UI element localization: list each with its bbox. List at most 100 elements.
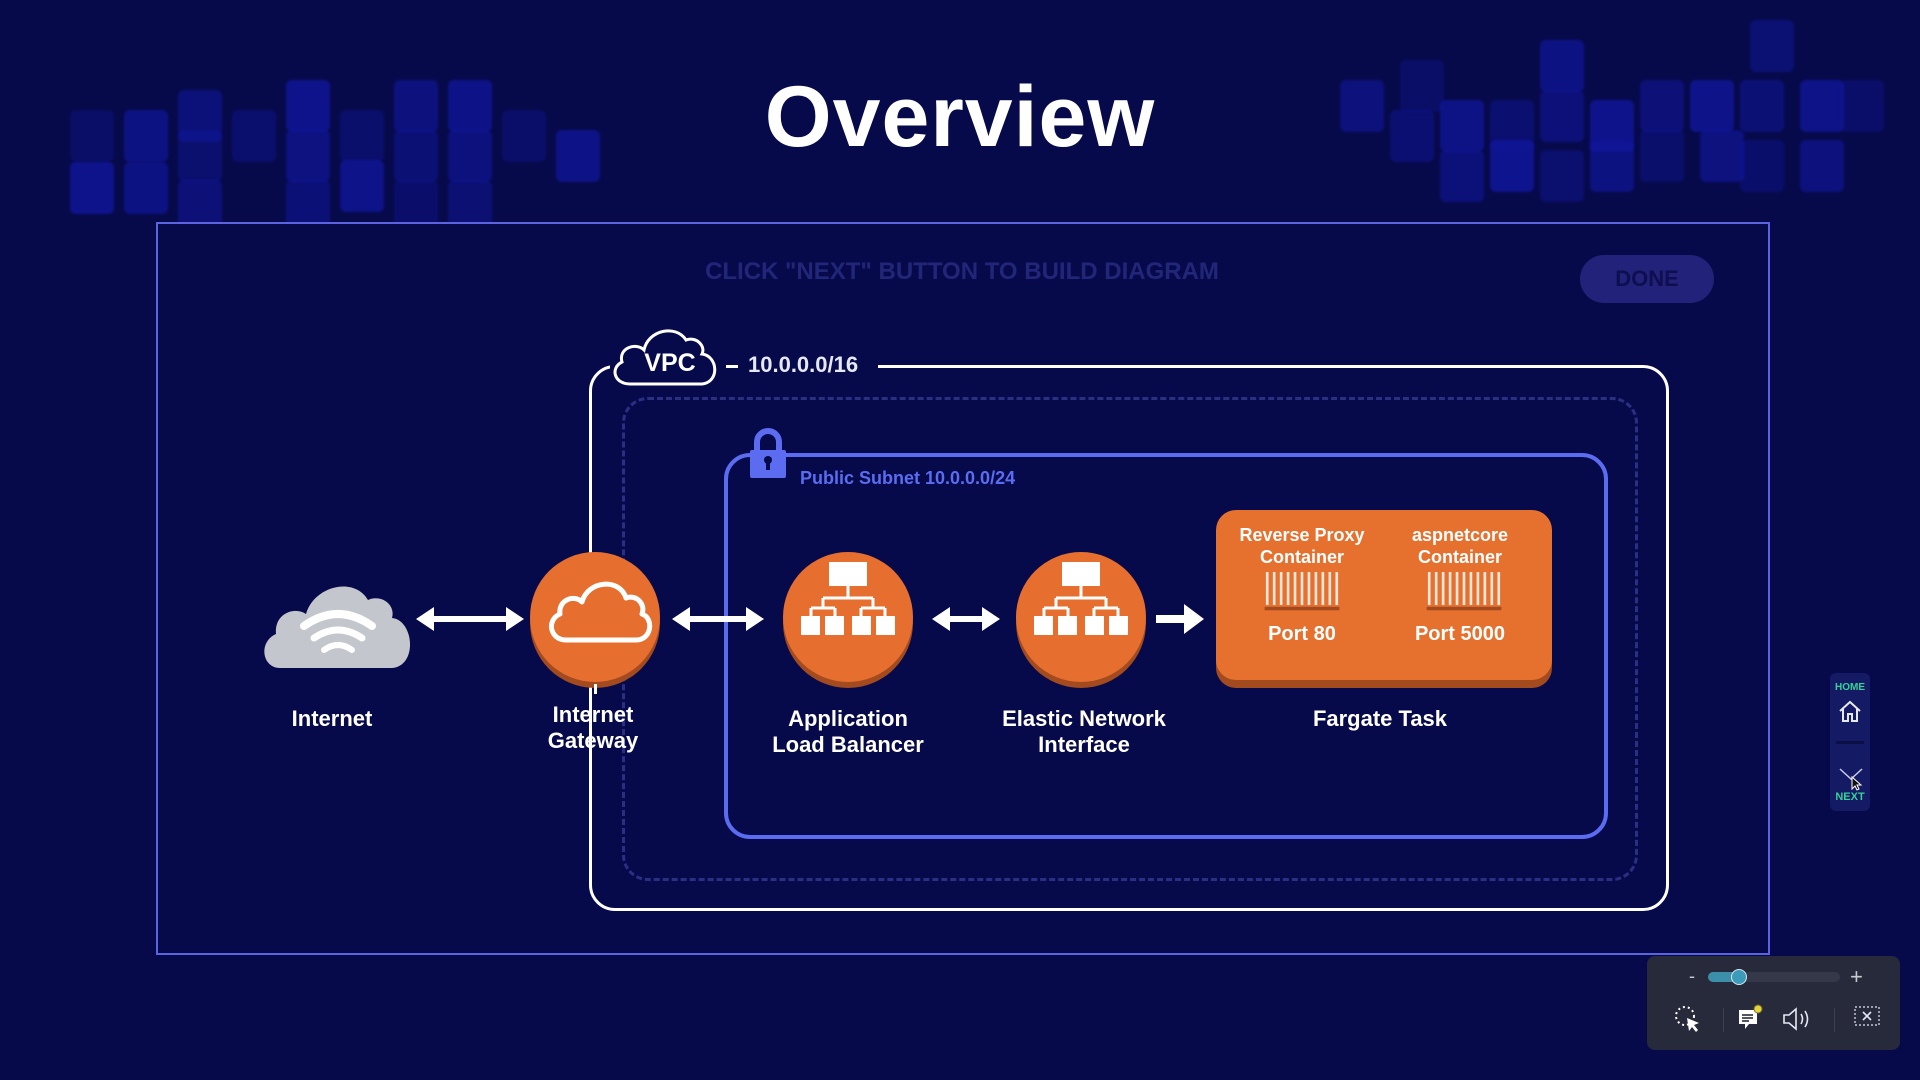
cloud-icon [549, 581, 653, 643]
internet-gateway-node[interactable] [530, 552, 660, 682]
background-square [1590, 140, 1634, 192]
eni-label-line1: Elastic Network [1002, 706, 1166, 731]
background-square [448, 80, 492, 132]
container-name-line1: aspnetcore [1411, 525, 1509, 545]
background-square [286, 80, 330, 132]
vpc-edge-tick [589, 540, 592, 555]
alb-label-line2: Load Balancer [772, 732, 924, 757]
bidirectional-arrow-alb-eni [932, 607, 1000, 631]
application-load-balancer-node[interactable] [783, 552, 913, 682]
zoom-slider-thumb[interactable] [1730, 969, 1747, 985]
background-square [502, 110, 546, 162]
background-square [1800, 80, 1844, 132]
background-square [1340, 80, 1384, 132]
slide-nav-panel: HOME NEXT [1830, 673, 1870, 811]
zoom-slider-fill [1708, 972, 1738, 982]
home-label[interactable]: HOME [1835, 682, 1865, 693]
done-button[interactable]: DONE [1580, 255, 1714, 303]
background-square [448, 130, 492, 182]
background-square [556, 130, 600, 182]
igw-label-line1: Internet [552, 702, 634, 727]
background-square [1690, 80, 1734, 132]
background-square [1740, 140, 1784, 192]
background-square [232, 110, 276, 162]
home-icon[interactable] [1838, 699, 1862, 723]
background-square [1640, 130, 1684, 182]
background-square [340, 160, 384, 212]
hierarchy-icon [1034, 562, 1128, 635]
toolbar-separator [1723, 1008, 1724, 1032]
background-square [70, 110, 114, 162]
pointer-select-icon[interactable] [1673, 1004, 1703, 1034]
vpc-label: VPC [644, 348, 696, 377]
zoom-slider[interactable] [1708, 969, 1840, 985]
close-icon[interactable] [1853, 1004, 1881, 1028]
internet-gateway-label: Internet Gateway [473, 702, 713, 754]
background-square [1640, 80, 1684, 132]
igw-connector-tick [594, 684, 597, 694]
background-square [1390, 110, 1434, 162]
spacer [594, 512, 597, 552]
instruction-text: CLICK "NEXT" BUTTON TO BUILD DIAGRAM [705, 258, 1219, 285]
background-square [124, 162, 168, 214]
aspnetcore-port: Port 5000 [1414, 623, 1506, 645]
background-square [1400, 60, 1444, 112]
container-name-line2: Container [1417, 547, 1502, 567]
background-square [1540, 150, 1584, 202]
aspnetcore-container-name: aspnetcore Container [1380, 524, 1540, 568]
subnet-label: Public Subnet 10.0.0.0/24 [800, 468, 1016, 488]
reverse-proxy-port: Port 80 [1268, 623, 1336, 645]
eni-label-line2: Interface [1038, 732, 1130, 757]
background-square [1440, 100, 1484, 152]
bidirectional-arrow-internet-igw [416, 607, 524, 631]
container-name-line1: Reverse Proxy [1239, 525, 1365, 545]
background-square [1540, 40, 1584, 92]
vpc-cidr: 10.0.0.0/16 [748, 352, 859, 377]
background-square [286, 130, 330, 182]
background-square [1840, 80, 1884, 132]
reverse-proxy-container-name: Reverse Proxy Container [1222, 524, 1382, 568]
background-square [1540, 90, 1584, 142]
next-button[interactable]: NEXT [1835, 791, 1865, 803]
background-square [1700, 130, 1744, 182]
forward-arrow-eni-fargate [1156, 604, 1204, 634]
elastic-network-interface-label: Elastic Network Interface [964, 706, 1204, 758]
application-load-balancer-label: Application Load Balancer [728, 706, 968, 758]
vpc-label-dash [726, 365, 738, 368]
page-title: Overview [764, 69, 1156, 165]
nav-divider [1836, 741, 1864, 744]
fargate-task-box[interactable]: Reverse Proxy Container Port 80 aspnetco… [1216, 510, 1552, 680]
background-square [394, 130, 438, 182]
background-square [178, 130, 222, 182]
internet-label: Internet [212, 706, 452, 732]
volume-icon[interactable] [1781, 1004, 1815, 1034]
container-name-line2: Container [1259, 547, 1344, 567]
container-icon [1426, 572, 1502, 611]
hierarchy-icon [801, 562, 895, 635]
zoom-in-button[interactable]: + [1850, 964, 1863, 989]
alb-label-line1: Application [788, 706, 908, 731]
igw-label-line2: Gateway [547, 728, 639, 753]
public-subnet-boundary [724, 453, 1608, 839]
next-icon[interactable] [1838, 765, 1864, 791]
fargate-task-label: Fargate Task [1312, 706, 1448, 731]
background-square [340, 110, 384, 162]
background-square [178, 90, 222, 142]
background-square [394, 80, 438, 132]
elastic-network-interface-node[interactable] [1016, 552, 1146, 682]
captions-icon[interactable] [1735, 1004, 1765, 1034]
zoom-out-button[interactable]: - [1689, 966, 1695, 986]
background-square [1750, 20, 1794, 72]
internet-cloud-icon [264, 586, 411, 668]
toolbar-separator [1834, 1008, 1835, 1032]
background-square [1440, 150, 1484, 202]
background-square [1490, 140, 1534, 192]
vpc-line-connector [878, 365, 898, 368]
background-square [1740, 80, 1784, 132]
vpc-cloud-icon [613, 329, 717, 386]
player-toolbar: - + [1647, 956, 1900, 1050]
container-icon [1264, 572, 1340, 611]
lock-icon [750, 428, 786, 478]
background-square [124, 110, 168, 162]
internet-label-line1: Internet [291, 706, 373, 731]
